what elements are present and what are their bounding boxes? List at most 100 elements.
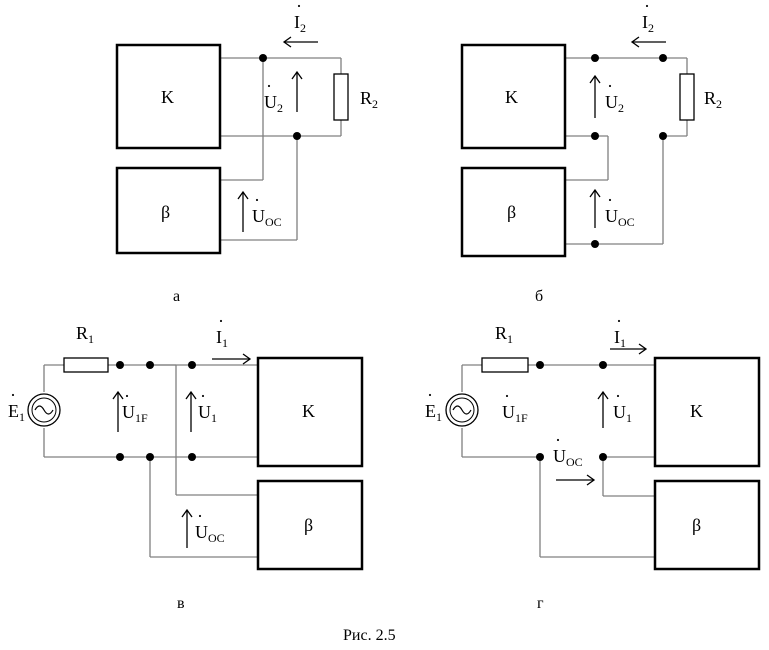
- current-label: I2: [294, 12, 306, 35]
- voltage-label: U2: [264, 92, 283, 115]
- terminal: [591, 54, 599, 62]
- feedback-voltage-dot: ·: [607, 190, 613, 210]
- terminal: [188, 361, 196, 369]
- current-arrowhead: [638, 343, 648, 355]
- feedback-block: [653, 479, 761, 571]
- resistor: [63, 357, 109, 373]
- current-label: I1: [216, 327, 228, 350]
- current-arrowhead: [630, 36, 640, 48]
- terminal: [536, 453, 544, 461]
- feedback-voltage-arrowhead: [589, 188, 601, 198]
- feedback-block: [460, 166, 567, 258]
- panel-g: K β R1 E1 · I1 · U1F · U1 · UOC · г: [425, 311, 761, 612]
- voltage-source-inner: [31, 397, 57, 423]
- amplifier-block: [653, 356, 761, 468]
- amplifier-label: K: [505, 87, 518, 107]
- terminal: [146, 453, 154, 461]
- voltage-arrowhead: [185, 390, 197, 400]
- source-dot: ·: [427, 385, 433, 405]
- input-voltage-dot: ·: [124, 386, 130, 406]
- resistor: [481, 357, 529, 373]
- terminal: [116, 361, 124, 369]
- terminal: [188, 453, 196, 461]
- amplifier-label: K: [690, 401, 703, 421]
- panel-a: K β R2 I2 · U2 · UOC · а: [115, 0, 378, 305]
- input-voltage-dot: ·: [504, 386, 510, 406]
- current-dot: ·: [296, 0, 302, 16]
- panel-caption: г: [537, 595, 544, 612]
- current-arrowhead: [282, 36, 292, 48]
- current-label: I2: [642, 12, 654, 35]
- voltage-label: U1: [613, 402, 632, 425]
- input-voltage-arrowhead: [112, 390, 124, 400]
- amplifier-label: K: [302, 401, 315, 421]
- terminal: [536, 361, 544, 369]
- panel-v: K β R1 E1 · I1 · U1F · U1 · UOC · в: [8, 311, 364, 612]
- terminal: [599, 361, 607, 369]
- resistor-label: R1: [495, 323, 513, 346]
- figure-caption: Рис. 2.5: [343, 627, 396, 644]
- source-label: E1: [425, 401, 442, 424]
- feedback-voltage-label: UOC: [195, 522, 225, 545]
- amplifier-block: [115, 43, 222, 150]
- feedback-label: β: [507, 202, 516, 222]
- resistor: [333, 73, 349, 121]
- resistor-label: R1: [76, 323, 94, 346]
- terminal: [146, 361, 154, 369]
- panel-caption: в: [177, 595, 185, 612]
- resistor-label: R2: [704, 88, 722, 111]
- terminal: [659, 54, 667, 62]
- sine-icon: [34, 405, 54, 415]
- sine-icon: [452, 405, 472, 415]
- current-dot: ·: [218, 311, 224, 331]
- feedback-voltage-label: UOC: [252, 206, 282, 229]
- terminal: [659, 132, 667, 140]
- voltage-arrowhead: [589, 74, 601, 84]
- feedback-voltage-dot: ·: [254, 190, 260, 210]
- current-arrowhead: [242, 353, 252, 365]
- source-label: E1: [8, 401, 25, 424]
- voltage-dot: ·: [200, 386, 206, 406]
- terminal: [116, 453, 124, 461]
- feedback-voltage-dot: ·: [197, 506, 203, 526]
- source-dot: ·: [10, 385, 16, 405]
- feedback-voltage-arrowhead: [181, 508, 193, 518]
- voltage-source-inner: [449, 397, 475, 423]
- terminal: [259, 54, 267, 62]
- voltage-dot: ·: [266, 76, 272, 96]
- panel-caption: а: [173, 288, 180, 305]
- feedback-block: [115, 166, 222, 255]
- amplifier-block: [460, 43, 567, 150]
- resistor-label: R2: [360, 88, 378, 111]
- voltage-label: U1: [198, 402, 217, 425]
- feedback-block: [256, 479, 364, 571]
- feedback-label: β: [304, 515, 313, 535]
- terminal: [591, 240, 599, 248]
- feedback-voltage-label: UOC: [553, 446, 583, 469]
- voltage-label: U2: [605, 92, 624, 115]
- feedback-label: β: [692, 515, 701, 535]
- feedback-voltage-arrowhead: [237, 190, 249, 200]
- input-voltage-label: U1F: [502, 402, 528, 425]
- feedback-voltage-arrowhead: [586, 474, 596, 486]
- current-dot: ·: [644, 0, 650, 16]
- panel-caption: б: [535, 288, 543, 305]
- amplifier-label: K: [161, 87, 174, 107]
- voltage-dot: ·: [607, 76, 613, 96]
- current-dot: ·: [616, 311, 622, 331]
- amplifier-block: [256, 356, 364, 468]
- resistor: [679, 73, 695, 121]
- voltage-arrowhead: [597, 390, 609, 400]
- panel-b: K β R2 I2 · U2 · UOC · б: [460, 0, 722, 305]
- feedback-voltage-dot: ·: [555, 430, 561, 450]
- feedback-label: β: [161, 202, 170, 222]
- feedback-voltage-label: UOC: [605, 206, 635, 229]
- input-voltage-label: U1F: [122, 402, 148, 425]
- terminal: [293, 132, 301, 140]
- terminal: [591, 132, 599, 140]
- voltage-arrowhead: [291, 70, 303, 80]
- voltage-dot: ·: [615, 386, 621, 406]
- current-label: I1: [614, 327, 626, 350]
- terminal: [599, 453, 607, 461]
